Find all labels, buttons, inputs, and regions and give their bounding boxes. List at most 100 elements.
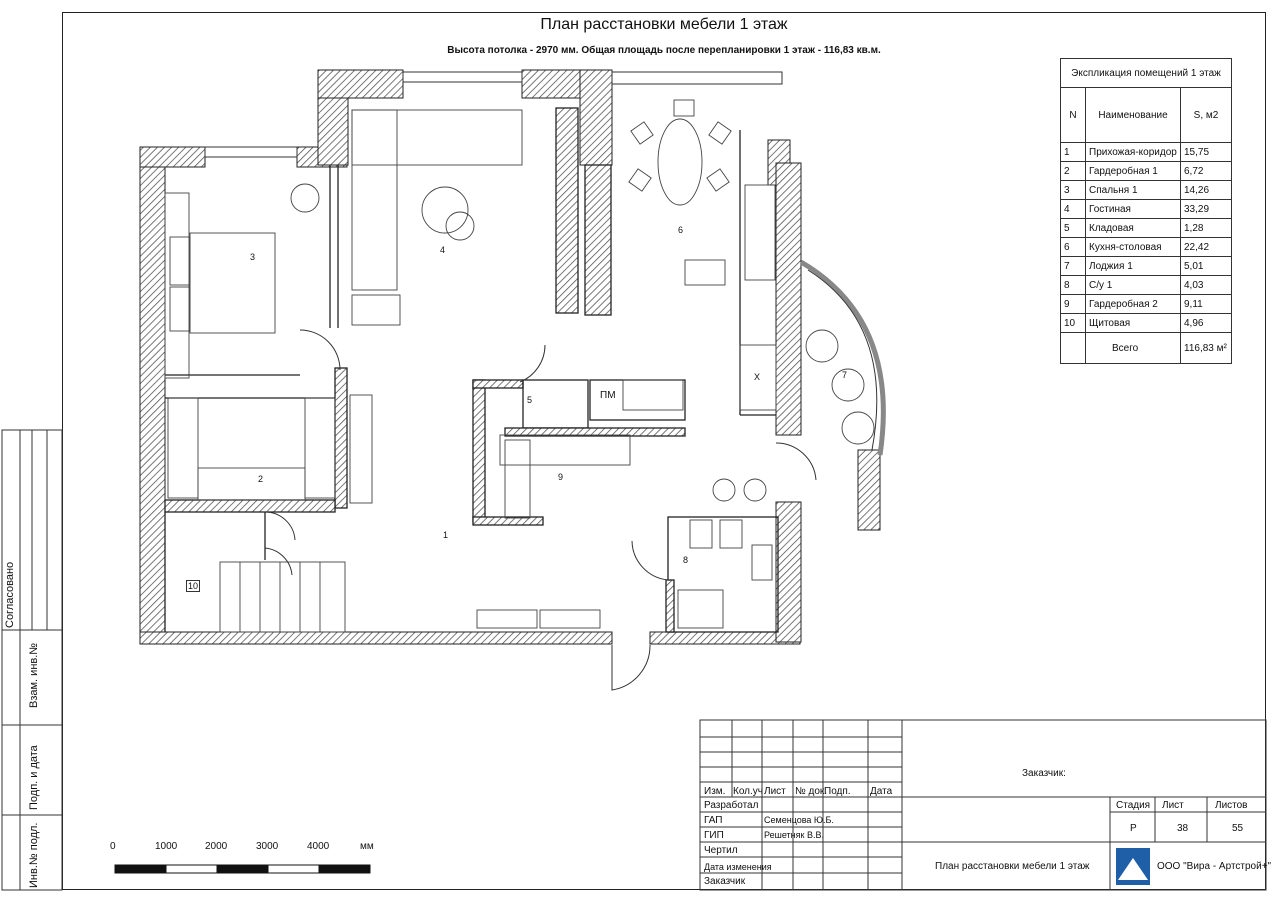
stage-label: Стадия	[1116, 800, 1151, 811]
row-number: 5	[1060, 218, 1086, 238]
windows	[204, 71, 886, 456]
scale-label-4000: 4000	[307, 841, 330, 852]
drew-label: Чертил	[704, 845, 738, 856]
gip-name: Решетняк В.В.	[764, 830, 824, 840]
scale-unit: мм	[360, 841, 374, 852]
company-logo	[1116, 848, 1150, 885]
room-6-label: 6	[678, 225, 684, 235]
room-5-label: 5	[527, 395, 533, 405]
gap-name: Семенцова Ю.Б.	[764, 815, 834, 825]
row-number: 3	[1060, 180, 1086, 200]
row-name: Щитовая	[1085, 313, 1181, 333]
scale-label-1000: 1000	[155, 841, 178, 852]
gip-label: ГИП	[704, 830, 724, 841]
company-name: ООО "Вира - Артстрой+"	[1157, 861, 1272, 872]
room-1-label: 1	[443, 530, 449, 540]
row-area: 9,11	[1180, 294, 1232, 314]
row-name: С/у 1	[1085, 275, 1181, 295]
doors	[264, 329, 817, 691]
row-name: Гостиная	[1085, 199, 1181, 219]
row-name: Гардеробная 2	[1085, 294, 1181, 314]
inv-orig-label: Инв.№ подл.	[28, 822, 40, 888]
col-list: Лист	[764, 786, 786, 797]
customer-label: Заказчик:	[1022, 768, 1066, 779]
sign-date-label: Подп. и дата	[28, 745, 40, 810]
scale-label-0: 0	[110, 841, 116, 852]
row-name: Прихожая-коридор	[1085, 142, 1181, 162]
total-value: 116,83 м²	[1180, 332, 1232, 364]
sheets-value: 55	[1232, 823, 1244, 834]
row-area: 15,75	[1180, 142, 1232, 162]
date-changed-label: Дата изменения	[704, 862, 772, 872]
room-3-label: 3	[250, 252, 256, 262]
scale-label-2000: 2000	[205, 841, 228, 852]
row-area: 6,72	[1180, 161, 1232, 181]
col-kol: Кол.уч	[733, 786, 763, 797]
exterior-walls	[139, 69, 881, 645]
room-7-label: 7	[842, 370, 848, 380]
developed-label: Разработал	[704, 800, 759, 811]
agreed-label: Согласовано	[4, 561, 16, 628]
col-area-header: S, м2	[1180, 87, 1232, 143]
plan-subtitle: Высота потолка - 2970 мм. Общая площадь …	[447, 45, 881, 56]
room-10-label: 10	[186, 580, 201, 592]
row-name: Лоджия 1	[1085, 256, 1181, 276]
row-number: 4	[1060, 199, 1086, 219]
sheet-value: 38	[1177, 823, 1189, 834]
scale-label-3000: 3000	[256, 841, 279, 852]
explication-table: Экспликация помещений 1 этаж N Наименова…	[1060, 58, 1232, 364]
stamp-grid	[699, 719, 1267, 891]
row-area: 22,42	[1180, 237, 1232, 257]
row-area: 1,28	[1180, 218, 1232, 238]
col-n-header: N	[1060, 87, 1086, 143]
total-empty	[1060, 332, 1086, 364]
sidebar-grid	[1, 429, 63, 891]
drawing-name: План расстановки мебели 1 этаж	[935, 861, 1090, 872]
col-data: Дата	[870, 786, 893, 797]
inv-replace-label: Взам. инв.№	[28, 642, 40, 708]
room-8-label: 8	[683, 555, 689, 565]
row-area: 33,29	[1180, 199, 1232, 219]
col-izm: Изм.	[704, 786, 726, 797]
col-podp: Подп.	[824, 786, 851, 797]
sheets-label: Листов	[1215, 800, 1248, 811]
customer-row-label: Заказчик	[704, 876, 746, 887]
row-name: Кухня-столовая	[1085, 237, 1181, 257]
interior-walls	[164, 107, 779, 633]
stage-value: Р	[1130, 823, 1137, 834]
row-area: 5,01	[1180, 256, 1232, 276]
room-4-label: 4	[440, 245, 446, 255]
row-number: 10	[1060, 313, 1086, 333]
row-number: 1	[1060, 142, 1086, 162]
stairs	[219, 561, 346, 633]
scale-bar	[114, 864, 371, 874]
sheet-label: Лист	[1162, 800, 1184, 811]
row-name: Спальня 1	[1085, 180, 1181, 200]
x-label: Х	[754, 372, 761, 382]
row-name: Кладовая	[1085, 218, 1181, 238]
row-number: 2	[1060, 161, 1086, 181]
row-area: 4,96	[1180, 313, 1232, 333]
total-label: Всего	[1085, 332, 1181, 364]
plan-title: План расстановки мебели 1 этаж	[540, 16, 788, 33]
explication-caption: Экспликация помещений 1 этаж	[1060, 58, 1232, 88]
room-2-label: 2	[258, 474, 264, 484]
furniture	[164, 99, 875, 633]
row-number: 8	[1060, 275, 1086, 295]
row-name: Гардеробная 1	[1085, 161, 1181, 181]
col-ndok: № док.	[795, 786, 828, 797]
row-number: 9	[1060, 294, 1086, 314]
gap-label: ГАП	[704, 815, 723, 826]
row-area: 4,03	[1180, 275, 1232, 295]
